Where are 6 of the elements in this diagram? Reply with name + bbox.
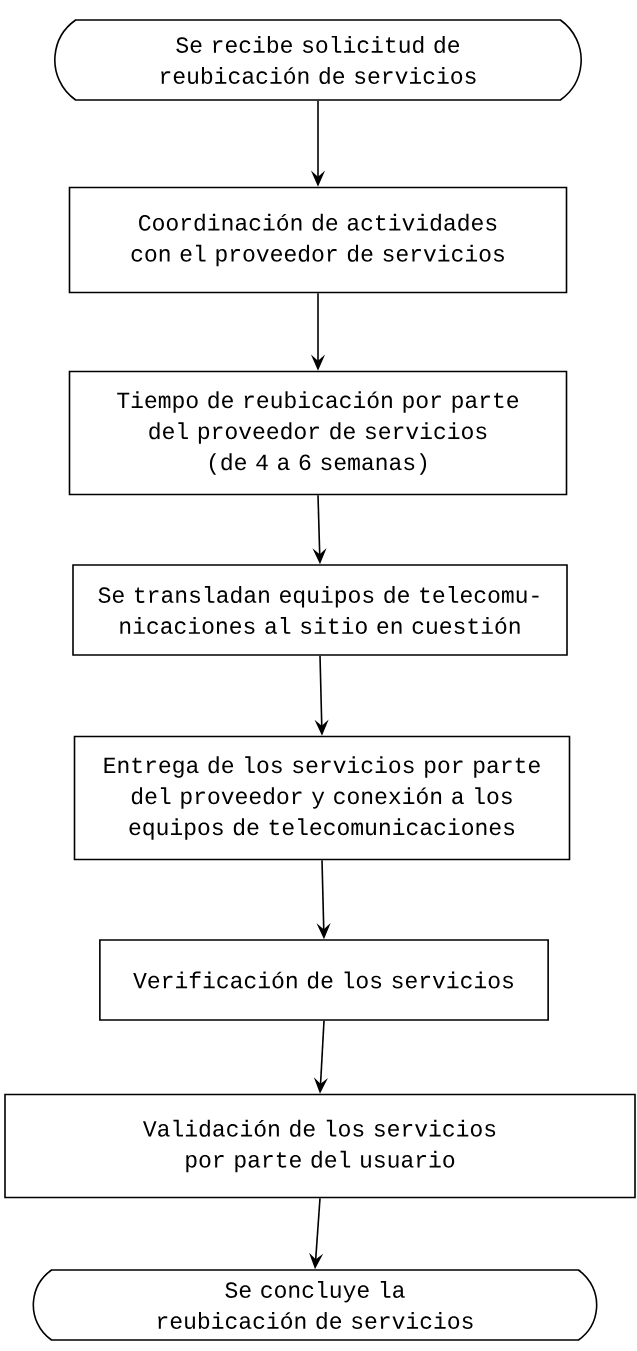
process-box: Verificación de los servicios (99, 939, 549, 1021)
process-box: Coordinación de actividades con el proveedor de servicios (68, 186, 568, 294)
process-box: Validación de los servicios por parte del usuario (4, 1093, 636, 1199)
process-box: Tiempo de reubicación por parte del proveedor de servicios (de 4 a 6 semanas) (68, 370, 568, 496)
process-box: Se transladan equipos de telecomu- nicaciones al sitio en cuestión (72, 564, 568, 656)
process-box: Entrega de los servicios por parte del proveedor y conexión a los equipos de telecomunicaciones (73, 735, 571, 861)
